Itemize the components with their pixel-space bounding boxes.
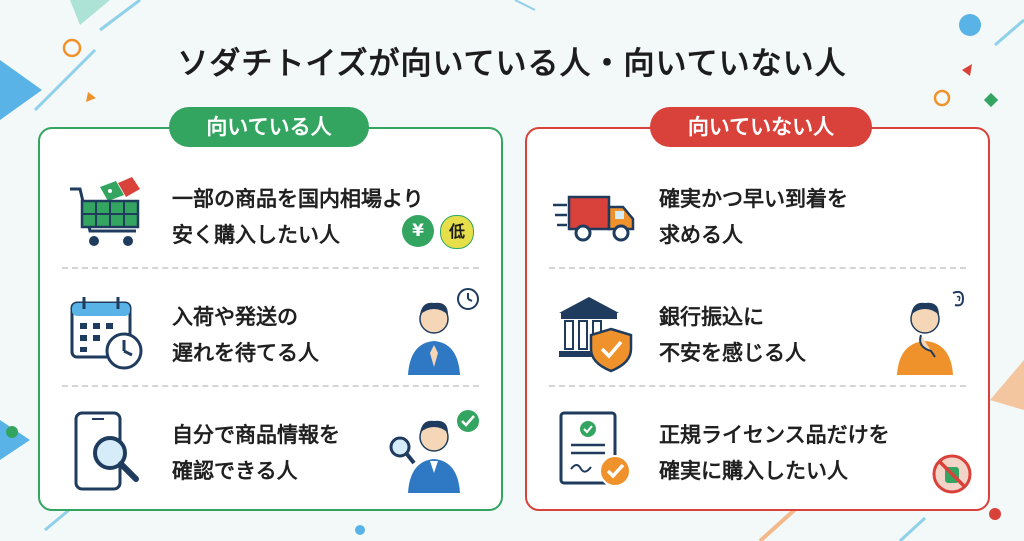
suitable-item-line2: 安く購入したい人 — [172, 223, 340, 247]
unsuitable-item-line2: 不安を感じる人 — [659, 341, 806, 365]
unsuitable-item: 確実かつ早い到着を 求める人 — [527, 153, 988, 271]
yen-badge-icon: ¥ — [402, 215, 434, 247]
bank-shield-icon — [559, 297, 633, 373]
page-title: ソダチトイズが向いている人・向いていない人 — [177, 46, 847, 82]
unsuitable-item: 正規ライセンス品だけを 確実に購入したい人 — [527, 389, 988, 507]
suitable-label: 向いている人 — [169, 107, 369, 147]
suitable-item-line2: 遅れを待てる人 — [172, 341, 319, 365]
suitable-panel: 一部の商品を国内相場より 安く購入したい人 ¥ 低 入荷や発送の 遅れを待 — [38, 127, 503, 511]
low-price-badge-icon: 低 — [440, 215, 474, 249]
unsuitable-item-line1: 銀行振込に — [659, 305, 764, 329]
unsuitable-panel: 確実かつ早い到着を 求める人 銀行振込に 不安を感じる人 — [525, 127, 990, 511]
divider — [62, 385, 479, 387]
unsuitable-item-line2: 求める人 — [659, 223, 743, 247]
no-counterfeit-icon — [932, 454, 972, 494]
unsuitable-item: 銀行振込に 不安を感じる人 — [527, 271, 988, 389]
divider — [62, 267, 479, 269]
phone-search-icon — [74, 411, 139, 491]
suitable-item: 入荷や発送の 遅れを待てる人 — [40, 271, 501, 389]
suitable-item-line2: 確認できる人 — [172, 459, 298, 483]
unsuitable-item-line1: 正規ライセンス品だけを — [659, 423, 890, 447]
unsuitable-item-line1: 確実かつ早い到着を — [659, 187, 848, 211]
divider — [549, 385, 966, 387]
suitable-item: 一部の商品を国内相場より 安く購入したい人 ¥ 低 — [40, 153, 501, 271]
suitable-item-line1: 入荷や発送の — [172, 305, 298, 329]
divider — [549, 267, 966, 269]
unsuitable-label: 向いていない人 — [650, 107, 872, 147]
suitable-item-line1: 一部の商品を国内相場より — [172, 187, 424, 211]
suitable-item: 自分で商品情報を 確認できる人 — [40, 389, 501, 507]
unsuitable-item-line2: 確実に購入したい人 — [659, 459, 848, 483]
checking-person-icon — [389, 410, 479, 493]
delivery-truck-icon — [553, 195, 635, 242]
calendar-clock-icon — [70, 297, 143, 370]
worried-person-icon — [897, 290, 965, 375]
shopping-cart-icon — [70, 177, 140, 246]
license-document-icon — [559, 411, 631, 487]
suitable-item-line1: 自分で商品情報を — [172, 423, 340, 447]
waiting-person-icon — [408, 288, 479, 375]
